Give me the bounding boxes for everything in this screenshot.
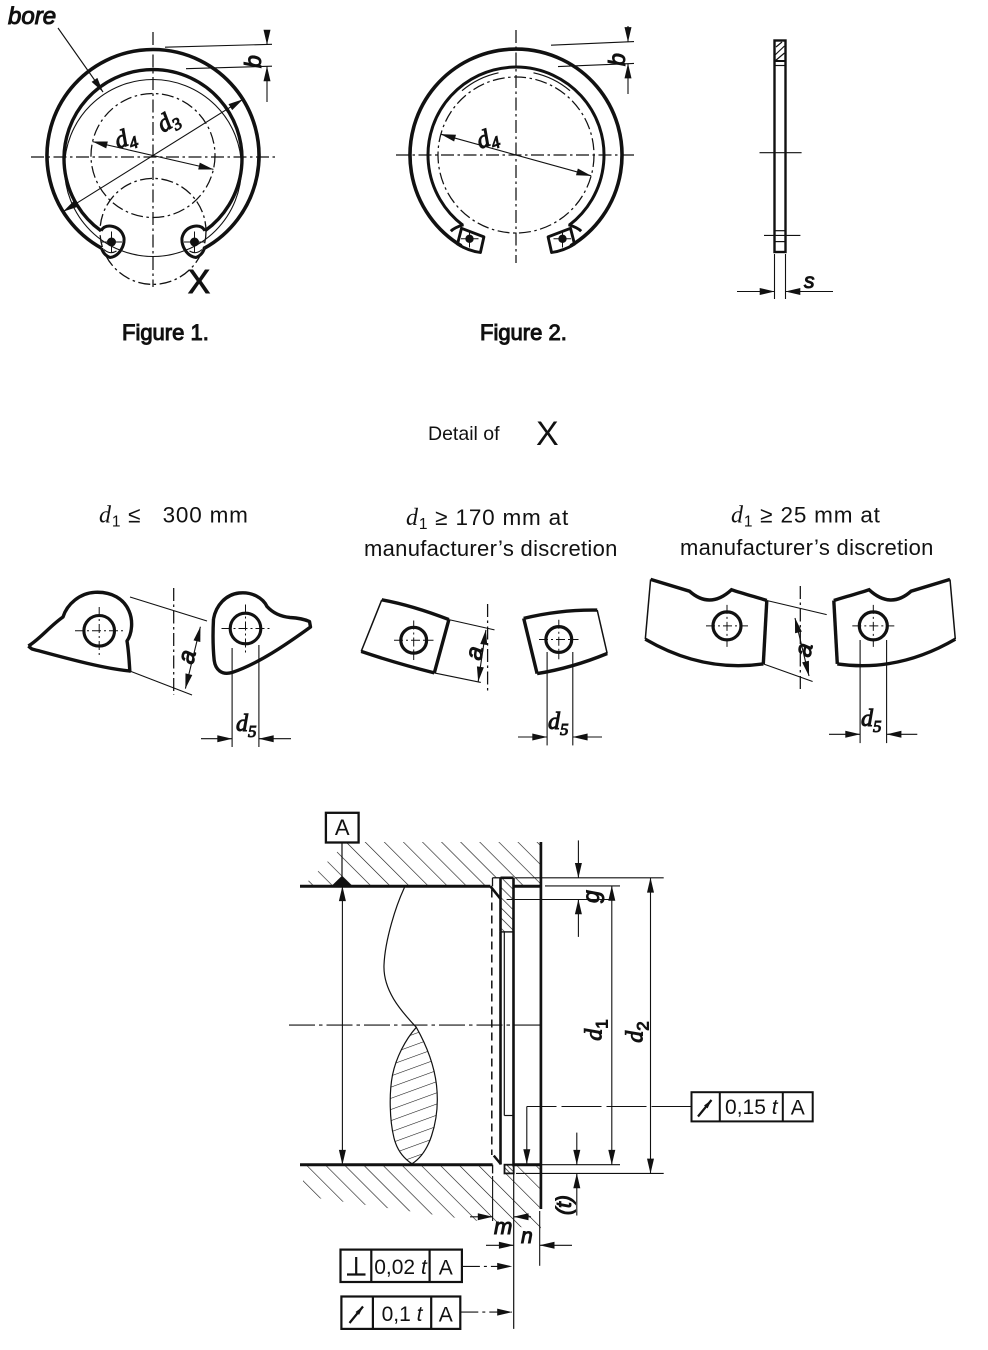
svg-text:d1 ≥ 25 mm at: d1 ≥ 25 mm at xyxy=(731,503,881,531)
svg-text:A: A xyxy=(791,1097,805,1120)
svg-text:manufacturer’s discretion: manufacturer’s discretion xyxy=(364,536,618,561)
svg-text:a: a xyxy=(173,647,202,666)
svg-text:b: b xyxy=(604,53,630,66)
svg-text:d5: d5 xyxy=(548,709,569,739)
svg-text:X: X xyxy=(536,415,559,453)
svg-text:A: A xyxy=(439,1257,453,1280)
svg-text:b: b xyxy=(240,55,266,68)
svg-text:0,1 t: 0,1 t xyxy=(382,1303,424,1326)
svg-text:g: g xyxy=(578,890,604,903)
svg-text:Figure 1.: Figure 1. xyxy=(122,320,209,345)
svg-text:d3: d3 xyxy=(152,104,185,141)
svg-text:0,02 t: 0,02 t xyxy=(374,1256,428,1279)
svg-text:d5: d5 xyxy=(861,706,882,736)
svg-text:Figure 2.: Figure 2. xyxy=(480,320,567,345)
svg-text:d1 ≥ 170 mm at: d1 ≥ 170 mm at xyxy=(406,505,569,533)
svg-text:(t): (t) xyxy=(553,1195,576,1215)
svg-text:X: X xyxy=(188,263,210,300)
svg-text:d1 ≤ 300 mm: d1 ≤ 300 mm xyxy=(99,503,249,531)
svg-text:a: a xyxy=(460,644,489,662)
svg-text:bore: bore xyxy=(8,3,56,30)
svg-text:s: s xyxy=(804,270,815,293)
svg-text:d2: d2 xyxy=(623,1021,653,1042)
svg-text:d5: d5 xyxy=(236,711,257,741)
svg-text:A: A xyxy=(335,815,350,840)
svg-text:a: a xyxy=(789,641,818,660)
svg-text:0,15 t: 0,15 t xyxy=(725,1096,779,1119)
svg-text:d4: d4 xyxy=(473,122,503,158)
svg-text:A: A xyxy=(439,1304,453,1327)
svg-text:d1: d1 xyxy=(582,1019,612,1040)
svg-text:m: m xyxy=(494,1214,512,1239)
svg-text:Detail of: Detail of xyxy=(428,423,500,445)
svg-text:n: n xyxy=(521,1225,533,1248)
svg-text:manufacturer’s discretion: manufacturer’s discretion xyxy=(680,535,934,560)
